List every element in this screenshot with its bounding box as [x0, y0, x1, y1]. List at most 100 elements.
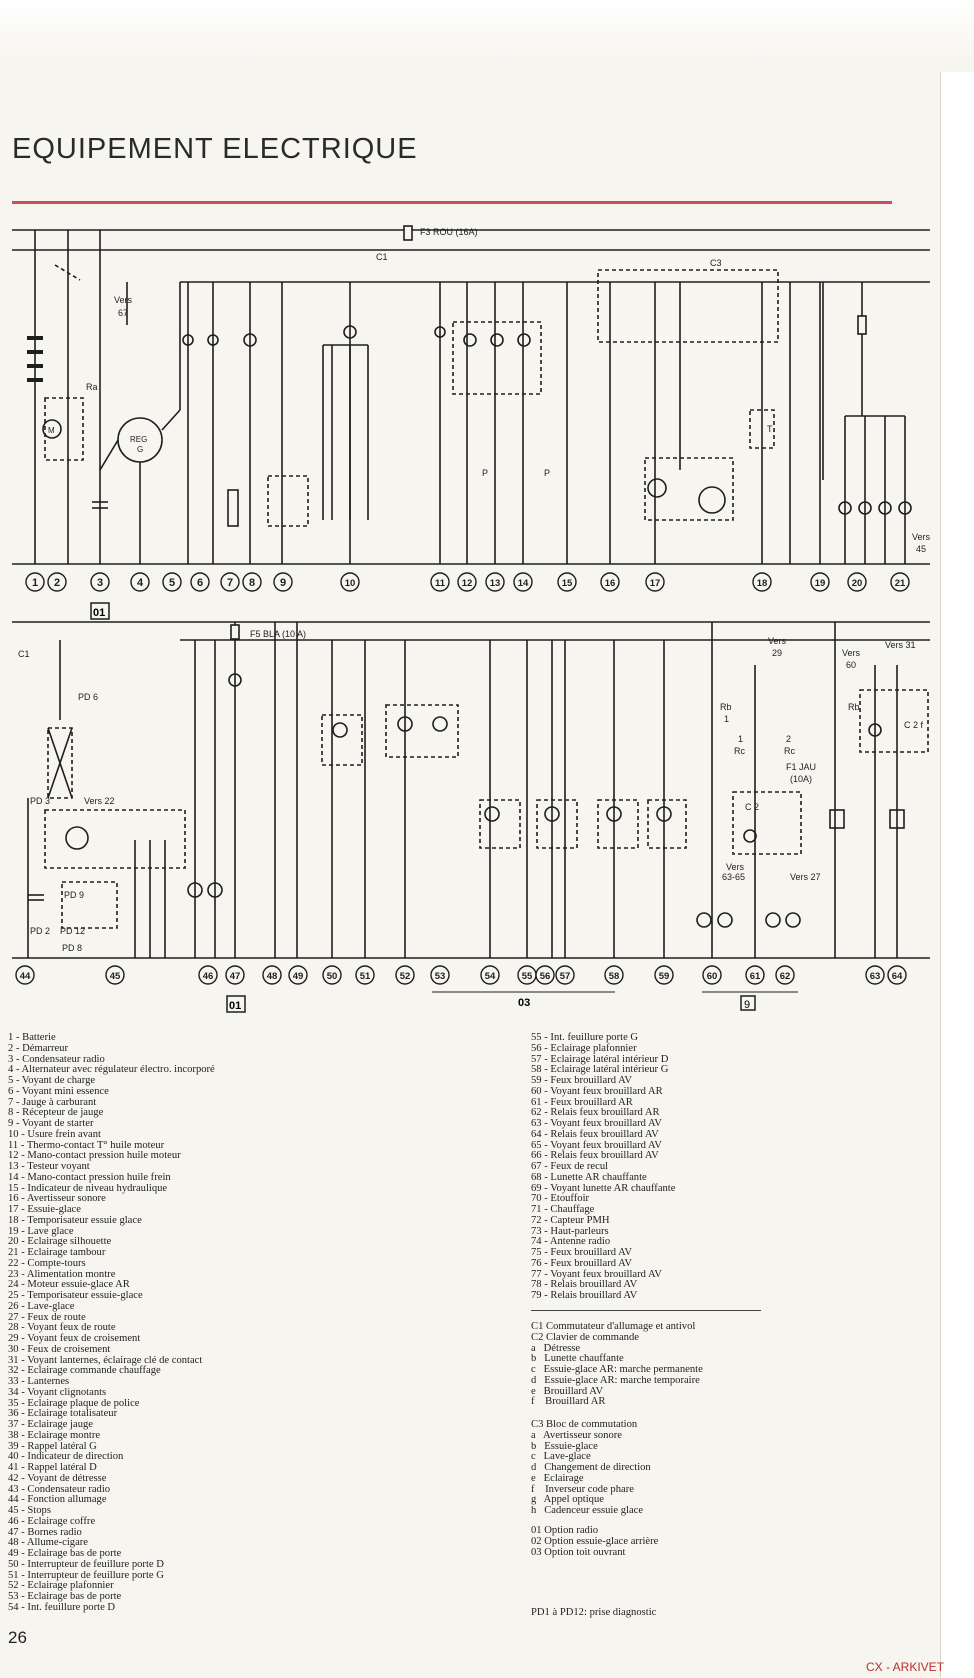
number-label: 58 [609, 971, 620, 982]
number-circle [557, 572, 577, 592]
legend-c-item: C2 Clavier de commande [531, 1331, 639, 1343]
legend-item: 23 - Alimentation montre [8, 1268, 116, 1280]
wiring-diagram: F3 ROU (16A) C1 C3 Vers 67 Ra REG G M T … [12, 225, 931, 1013]
number-circle [395, 965, 415, 985]
number-circle [340, 572, 360, 592]
legend-item: 55 - Int. feuillure porte G [531, 1032, 639, 1043]
rc2-label: Rc [784, 746, 795, 756]
number-circle [775, 965, 795, 985]
number-label: 44 [20, 971, 31, 982]
vers-6365-number: 63-65 [722, 872, 745, 882]
number-label: 8 [249, 577, 255, 589]
option-01-top: 01 [93, 607, 105, 619]
vers-67-number: 67 [118, 308, 128, 318]
legend-item: 16 - Avertisseur sonore [8, 1193, 106, 1205]
pd3-label: PD 3 [30, 796, 50, 806]
fuse-f5-label: F5 BLA (10 A) [250, 629, 306, 639]
option-01-bottom: 01 [229, 1000, 241, 1012]
number-label: 17 [650, 578, 661, 589]
legend-c3-item: a Avertisseur sonore [531, 1429, 623, 1441]
legend-item: 28 - Voyant feux de route [8, 1322, 116, 1334]
legend-item: 3 - Condensateur radio [8, 1053, 105, 1065]
number-label: 18 [757, 578, 768, 589]
number-label: 1 [32, 577, 38, 589]
number-circle [752, 572, 772, 592]
number-label: 15 [562, 578, 573, 589]
number-circle [242, 572, 262, 592]
number-label: 3 [97, 577, 103, 589]
legend-item: 76 - Feux brouillard AV [531, 1257, 633, 1269]
number-circle [600, 572, 620, 592]
option-9-marker: 9 [744, 999, 750, 1011]
legend-item: 46 - Eclairage coffre [8, 1515, 96, 1527]
pd6-label: PD 6 [78, 692, 98, 702]
legend-item: 52 - Eclairage plafonnier [8, 1580, 114, 1592]
number-circle [555, 965, 575, 985]
number-label: 60 [707, 971, 718, 982]
legend-item: 67 - Feux de recul [531, 1161, 609, 1172]
fuse-f1-label: F1 JAU [786, 762, 816, 772]
rc1-label: Rc [734, 746, 745, 756]
number-circle [430, 965, 450, 985]
number-label: 7 [227, 577, 233, 589]
legend-item: 47 - Bornes radio [8, 1526, 82, 1538]
legend-item: 1 - Batterie [8, 1032, 56, 1043]
number-label: 5 [169, 577, 175, 589]
legend-item: 42 - Voyant de détresse [8, 1472, 107, 1484]
legend-item: 70 - Etouffoir [531, 1193, 590, 1205]
option-03-marker: 03 [518, 997, 530, 1009]
legend-item: 53 - Eclairage bas de porte [8, 1591, 122, 1602]
number-circle [220, 572, 240, 592]
legend-c-item: e Brouillard AV [531, 1385, 604, 1397]
legend-item: 54 - Int. feuillure porte D [8, 1601, 116, 1613]
alternator-g-label: G [137, 445, 143, 454]
legend-item: 71 - Chauffage [531, 1204, 595, 1215]
number-circle [47, 572, 67, 592]
number-label: 53 [435, 971, 446, 982]
number-label: 50 [327, 971, 338, 982]
legend-item: 73 - Haut-parleurs [531, 1225, 609, 1237]
legend-item: 58 - Eclairage latéral intérieur G [531, 1064, 669, 1076]
number-label: 64 [892, 971, 903, 982]
pd12-label: PD 12 [60, 926, 85, 936]
rb1-label: Rb [720, 702, 732, 712]
legend-item: 65 - Voyant feux brouillard AV [531, 1139, 662, 1151]
legend-c3-item: g Appel optique [531, 1494, 604, 1506]
pd9-label: PD 9 [64, 890, 84, 900]
t-label: T [767, 424, 773, 434]
legend-item: 21 - Eclairage tambour [8, 1247, 106, 1258]
legend-item: 13 - Testeur voyant [8, 1161, 90, 1172]
legend-item: 2 - Démarreur [8, 1042, 68, 1054]
vers-45-number: 45 [916, 544, 926, 554]
legend-separator [531, 1310, 761, 1311]
fuse-f1-rating: (10A) [790, 774, 812, 784]
number-circle [745, 965, 765, 985]
number-circle [130, 572, 150, 592]
number-label: 14 [518, 578, 529, 589]
legend-item: 79 - Relais brouillard AV [531, 1290, 638, 1301]
number-label: 57 [560, 971, 571, 982]
number-label: 56 [540, 971, 551, 982]
pd2-label: PD 2 [30, 926, 50, 936]
legend-item: 17 - Essuie-glace [8, 1204, 81, 1215]
vers-27-label: Vers 27 [790, 872, 821, 882]
legend-c3-item: f Inverseur code phare [531, 1483, 634, 1495]
legend-c3-item: C3 Bloc de commutation [531, 1419, 638, 1430]
number-circle [513, 572, 533, 592]
legend-option-item: 01 Option radio [531, 1525, 599, 1536]
number-circle [15, 965, 35, 985]
number-circle [190, 572, 210, 592]
number-label: 2 [54, 577, 60, 589]
legend-item: 41 - Rappel latéral D [8, 1462, 97, 1473]
legend-option-item: 02 Option essuie-glace arrière [531, 1535, 659, 1547]
number-label: 52 [400, 971, 411, 982]
number-label: 10 [345, 578, 356, 589]
number-label: 59 [659, 971, 670, 982]
legend-item: 30 - Feux de croisement [8, 1343, 111, 1355]
number-label: 49 [293, 971, 304, 982]
number-circle [322, 965, 342, 985]
legend-c3-item: c Lave-glace [531, 1451, 591, 1463]
number-label: 54 [485, 971, 496, 982]
